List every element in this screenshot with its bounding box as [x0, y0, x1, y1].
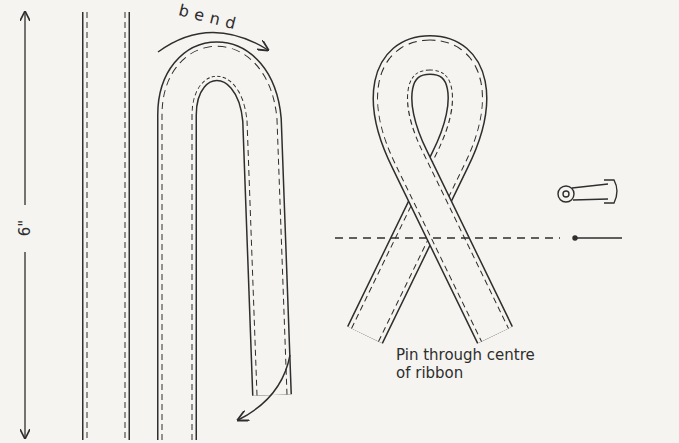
bend-arrow	[158, 32, 290, 420]
caption-note: Pin through centre of ribbon	[396, 346, 544, 382]
ribbon-strip	[106, 12, 107, 440]
safety-pin	[558, 180, 622, 240]
awareness-ribbon	[365, 55, 495, 335]
bend-label: bend	[177, 1, 244, 35]
bent-strip	[177, 61, 272, 440]
dimension-label: 6"	[16, 220, 34, 236]
pin-guide-line	[335, 237, 560, 238]
